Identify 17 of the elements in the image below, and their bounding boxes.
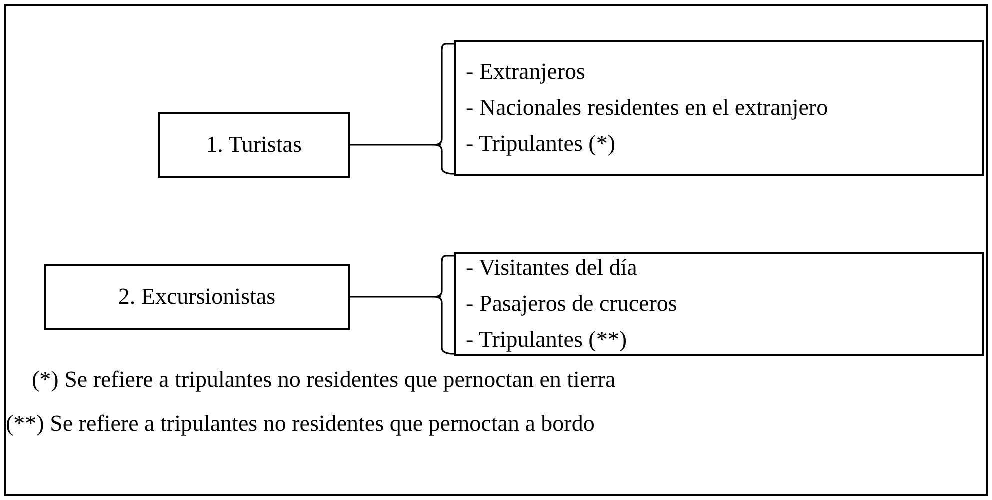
brace-connector [349,255,455,355]
list-item: - Tripulantes (**) [466,326,627,354]
brace-connector [349,43,455,175]
list-item: - Nacionales residentes en el extranjero [466,94,828,122]
list-box [454,40,984,176]
list-box [454,252,984,356]
list-item: - Tripulantes (*) [466,130,616,158]
footnote: (**) Se refiere a tripulantes no residentes que pernoctan a bordo [6,410,595,438]
category-label: 2. Excursionistas [118,283,276,311]
category-box [158,112,350,178]
category-label: 1. Turistas [206,131,302,159]
list-item: - Visitantes del día [466,254,638,282]
frame-box [4,4,988,496]
category-box [44,264,350,330]
footnote: (*) Se refiere a tripulantes no residentes que pernoctan en tierra [32,366,616,394]
list-item: - Extranjeros [466,58,586,86]
list-item: - Pasajeros de cruceros [466,290,678,318]
